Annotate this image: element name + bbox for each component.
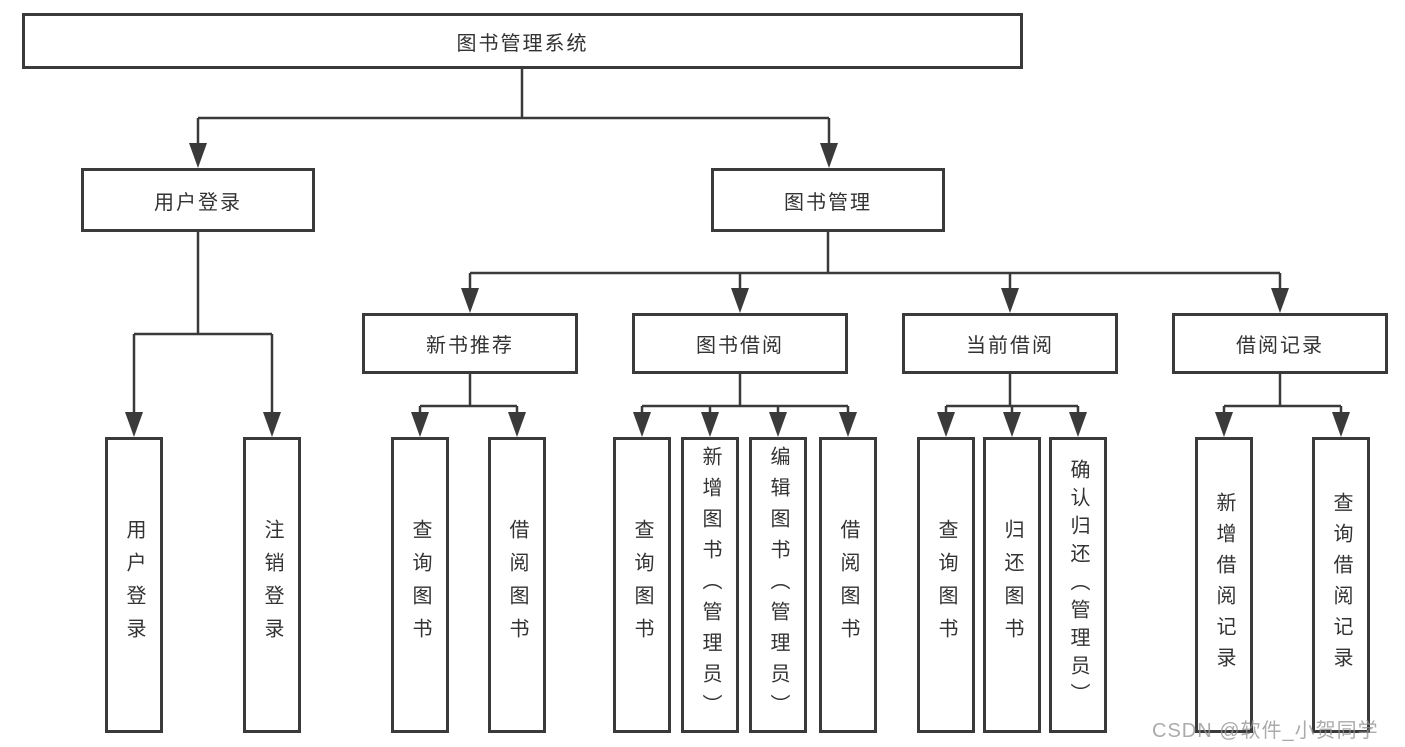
leaf-borrow-books-borrowing: 借阅图书 bbox=[819, 437, 877, 733]
leaf-logout: 注销登录 bbox=[243, 437, 301, 733]
leaf-borrow-books-borrowing-label: 借阅图书 bbox=[837, 519, 859, 651]
node-user-login: 用户登录 bbox=[81, 168, 315, 232]
node-book-management-label: 图书管理 bbox=[784, 191, 872, 214]
leaf-return-books: 归还图书 bbox=[983, 437, 1041, 733]
leaf-add-borrow-record: 新增借阅记录 bbox=[1195, 437, 1253, 733]
node-current-borrowing: 当前借阅 bbox=[902, 313, 1118, 374]
leaf-edit-book-admin: 编辑图书（管理员） bbox=[749, 437, 807, 733]
leaf-query-books-recommend-label: 查询图书 bbox=[409, 519, 431, 651]
node-book-borrowing: 图书借阅 bbox=[632, 313, 848, 374]
arrowheads bbox=[125, 143, 1350, 437]
leaf-confirm-return-admin: 确认归还（管理员） bbox=[1049, 437, 1107, 733]
leaf-borrow-books-recommend: 借阅图书 bbox=[488, 437, 546, 733]
node-user-login-label: 用户登录 bbox=[154, 191, 242, 214]
node-borrowing-records: 借阅记录 bbox=[1172, 313, 1388, 374]
connector-borrowing bbox=[640, 374, 850, 414]
leaf-query-borrow-record-label: 查询借阅记录 bbox=[1330, 492, 1352, 678]
leaf-confirm-return-admin-label: 确认归还（管理员） bbox=[1067, 459, 1089, 711]
leaf-add-borrow-record-label: 新增借阅记录 bbox=[1213, 492, 1235, 678]
leaf-logout-label: 注销登录 bbox=[261, 519, 283, 651]
leaf-user-login-label: 用户登录 bbox=[123, 519, 145, 651]
leaf-query-books-current-label: 查询图书 bbox=[935, 519, 957, 651]
leaf-query-books-borrowing-label: 查询图书 bbox=[631, 519, 653, 651]
node-new-book-recommend-label: 新书推荐 bbox=[426, 335, 514, 357]
node-root-label: 图书管理系统 bbox=[456, 32, 589, 55]
node-book-borrowing-label: 图书借阅 bbox=[696, 335, 784, 357]
connector-user-login bbox=[132, 232, 274, 414]
node-new-book-recommend: 新书推荐 bbox=[362, 313, 578, 374]
node-book-management: 图书管理 bbox=[711, 168, 945, 232]
node-root: 图书管理系统 bbox=[22, 13, 1023, 69]
connector-new-book bbox=[418, 374, 519, 414]
leaf-edit-book-admin-label: 编辑图书（管理员） bbox=[767, 445, 789, 725]
leaf-user-login: 用户登录 bbox=[105, 437, 163, 733]
leaf-return-books-label: 归还图书 bbox=[1001, 519, 1023, 651]
leaf-add-book-admin-label: 新增图书（管理员） bbox=[699, 445, 721, 725]
leaf-query-books-current: 查询图书 bbox=[917, 437, 975, 733]
connector-book-management bbox=[468, 232, 1282, 290]
watermark: CSDN @软件_小贺同学 bbox=[1152, 720, 1379, 742]
node-borrowing-records-label: 借阅记录 bbox=[1236, 335, 1324, 357]
leaf-query-borrow-record: 查询借阅记录 bbox=[1312, 437, 1370, 733]
connector-records bbox=[1222, 374, 1343, 414]
leaf-add-book-admin: 新增图书（管理员） bbox=[681, 437, 739, 733]
leaf-query-books-borrowing: 查询图书 bbox=[613, 437, 671, 733]
leaf-borrow-books-recommend-label: 借阅图书 bbox=[506, 519, 528, 651]
connector-current bbox=[944, 374, 1080, 414]
connector-root bbox=[196, 69, 831, 145]
node-current-borrowing-label: 当前借阅 bbox=[966, 335, 1054, 357]
leaf-query-books-recommend: 查询图书 bbox=[391, 437, 449, 733]
